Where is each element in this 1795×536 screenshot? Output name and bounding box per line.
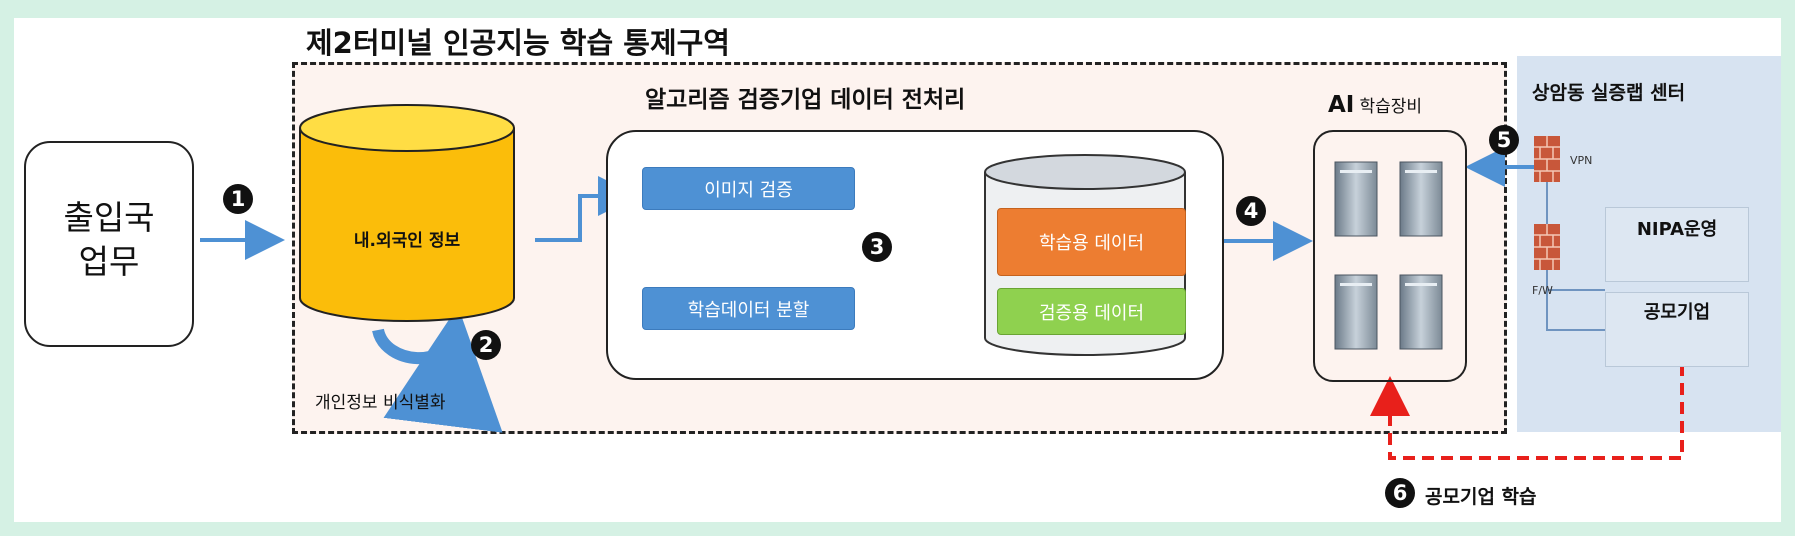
step-marker-6: 6 <box>1385 478 1415 508</box>
step-marker-2: 2 <box>471 330 501 360</box>
company-label: 공모기업 <box>1643 302 1711 323</box>
preprocess-title: 알고리즘 검증기업 데이터 전처리 <box>645 87 966 113</box>
ai-equipment-box <box>1313 130 1467 382</box>
fw-label: F/W <box>1532 284 1553 297</box>
step-marker-1: 1 <box>223 184 253 214</box>
vpn-label: VPN <box>1570 154 1593 167</box>
immigration-box <box>24 141 194 347</box>
lab-title: 상암동 실증랩 센터 <box>1532 82 1686 104</box>
split-data-step: 학습데이터 분할 <box>642 287 855 330</box>
nipa-operations-box <box>1605 207 1749 282</box>
nipa-label: NIPA운영 <box>1636 219 1718 240</box>
anonymize-cycle-arrow <box>372 306 503 433</box>
server-rack-icons <box>1334 161 1443 350</box>
immigration-label: 출입국 업무 <box>63 198 155 281</box>
step-marker-3: 3 <box>862 232 892 262</box>
zone-title: 제2터미널 인공지능 학습 통제구역 <box>306 26 730 60</box>
validation-data-block: 검증용 데이터 <box>997 288 1186 335</box>
arrow-6-company-training <box>1370 364 1684 460</box>
anonymize-label: 개인정보 비식별화 <box>315 393 446 413</box>
company-box <box>1605 292 1749 367</box>
company-training-label: 공모기업 학습 <box>1425 486 1537 508</box>
step-marker-4: 4 <box>1236 196 1266 226</box>
ai-equipment-title: AI 학습장비 <box>1328 92 1423 118</box>
firewall-icons <box>1534 136 1560 270</box>
image-verify-step: 이미지 검증 <box>642 167 855 210</box>
train-data-block: 학습용 데이터 <box>997 208 1186 276</box>
database-label: 내.외국인 정보 <box>353 231 461 251</box>
arrow-db-to-preprocess <box>535 176 638 242</box>
step-marker-5: 5 <box>1489 125 1519 155</box>
